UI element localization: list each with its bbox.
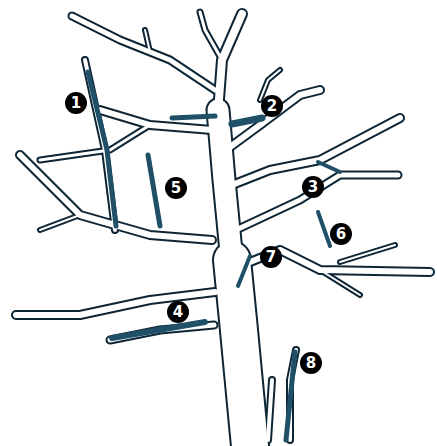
callout-number: 6 [330,223,352,245]
callout-number: 8 [300,352,322,374]
callout-number: 4 [167,301,189,323]
callout-number: 5 [165,177,187,199]
callout-number: 3 [302,176,324,198]
callout-number: 2 [261,95,283,117]
callout-number: 1 [65,92,87,114]
callout-number: 7 [260,246,282,268]
